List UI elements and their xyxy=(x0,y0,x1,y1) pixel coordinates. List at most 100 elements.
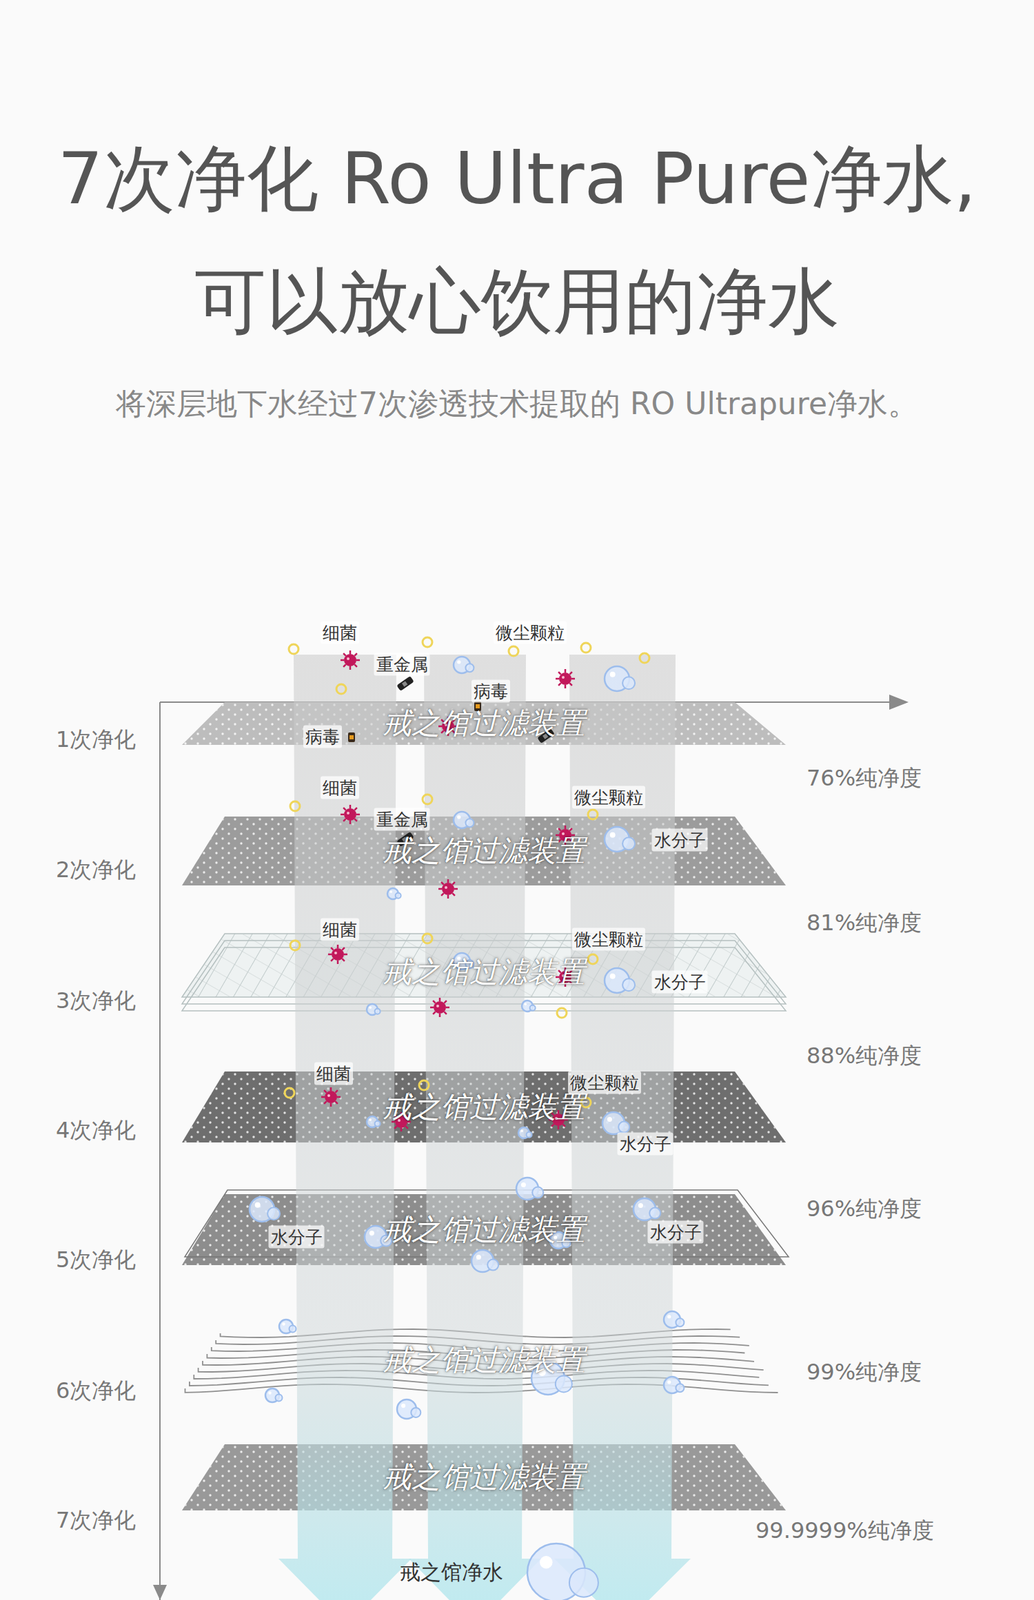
bacteria-icon xyxy=(438,879,458,899)
water-molecule xyxy=(518,1127,533,1139)
purity-label: 99.9999%纯净度 xyxy=(755,1516,935,1547)
purity-label: 99%纯净度 xyxy=(806,1357,922,1389)
particle-label: 微尘颗粒 xyxy=(568,1071,642,1095)
water-molecule xyxy=(387,888,402,900)
purity-label: 76%纯净度 xyxy=(806,763,922,795)
axis-arrowhead xyxy=(153,1585,167,1600)
purity-label: 88%纯净度 xyxy=(806,1041,922,1072)
water-molecule xyxy=(453,953,474,970)
water-molecule xyxy=(453,656,474,674)
particle-label: 微尘颗粒 xyxy=(572,786,646,810)
water-molecule xyxy=(531,1362,573,1396)
particle-label: 水分子 xyxy=(652,971,708,995)
bacteria-icon xyxy=(548,1110,569,1130)
dust-particle xyxy=(581,1098,591,1108)
particle-label: 病毒 xyxy=(471,680,511,704)
bacteria-icon xyxy=(555,825,575,846)
particle-label: 细菌 xyxy=(314,1062,353,1086)
water-molecule xyxy=(279,1320,297,1334)
dust-particle xyxy=(422,794,433,805)
layer-label: 戒之馆过滤装置 xyxy=(382,1458,586,1498)
stage-label: 7次净化 xyxy=(55,1506,136,1537)
filter-layer: 戒之馆过滤装置 xyxy=(181,702,786,746)
layer-label: 戒之馆过滤装置 xyxy=(382,1341,586,1381)
water-molecule xyxy=(364,1226,392,1249)
flow-arrow xyxy=(278,654,412,1600)
purity-label: 81%纯净度 xyxy=(806,908,922,939)
water-molecule xyxy=(602,1112,630,1135)
dust-particle xyxy=(639,653,650,664)
dust-particle xyxy=(581,643,591,653)
stage-label: 6次净化 xyxy=(55,1376,136,1407)
stage-label: 2次净化 xyxy=(55,855,136,886)
particle-label: 细菌 xyxy=(320,918,360,942)
dust-particle xyxy=(336,684,347,695)
water-molecule xyxy=(249,1197,280,1223)
heavy-metal-icon xyxy=(396,832,414,848)
virus-icon xyxy=(348,732,356,743)
water-molecule xyxy=(527,1544,599,1600)
particle-label: 微尘颗粒 xyxy=(572,928,646,952)
water-molecule xyxy=(516,1178,544,1201)
layer-label: 戒之馆过滤装置 xyxy=(382,832,586,871)
dust-particle xyxy=(422,934,433,944)
bacteria-icon xyxy=(391,1112,411,1132)
particle-label: 微尘颗粒 xyxy=(493,621,567,645)
bacteria-icon xyxy=(321,1087,341,1108)
particle-label: 水分子 xyxy=(647,1221,704,1245)
filter-layer: 戒之馆过滤装置 xyxy=(181,1071,786,1143)
flow-arrow xyxy=(408,654,542,1600)
dust-particle xyxy=(288,644,299,655)
caption: 将深层地下水经过7次渗透技术提取的 RO Ultrapure净水。 xyxy=(68,372,966,435)
water-molecule xyxy=(604,666,635,692)
bacteria-icon xyxy=(555,967,575,988)
water-molecule xyxy=(633,1198,661,1221)
virus-icon xyxy=(474,701,482,712)
stage-label: 3次净化 xyxy=(55,986,136,1017)
vertical-axis xyxy=(159,702,161,1600)
particle-label: 水分子 xyxy=(617,1133,674,1157)
filter-layer: 戒之馆过滤装置 xyxy=(181,1326,786,1394)
particle-label: 水分子 xyxy=(268,1226,325,1250)
layer-label: 戒之馆过滤装置 xyxy=(382,953,586,992)
output-label: 戒之馆净水 xyxy=(399,1559,504,1588)
particle-label: 重金属 xyxy=(374,653,431,677)
bacteria-icon xyxy=(438,716,458,737)
bacteria-icon xyxy=(328,945,348,965)
water-molecule xyxy=(471,1250,499,1273)
dust-particle xyxy=(290,801,300,812)
dust-particle xyxy=(290,940,300,951)
dust-particle xyxy=(588,809,598,820)
water-molecule xyxy=(550,1232,571,1250)
particle-label: 水分子 xyxy=(652,829,708,853)
water-molecule xyxy=(604,968,635,994)
dust-particle xyxy=(284,1088,295,1099)
flow-arrow xyxy=(554,654,691,1600)
dust-particle xyxy=(419,1080,429,1091)
purity-label: 96%纯净度 xyxy=(806,1194,922,1225)
bacteria-icon xyxy=(430,998,450,1018)
dust-particle xyxy=(422,637,433,648)
water-molecule xyxy=(521,1000,536,1012)
water-molecule xyxy=(397,1400,421,1420)
dust-particle xyxy=(508,646,519,657)
axis-arrowhead xyxy=(889,694,909,711)
stage-label: 5次净化 xyxy=(55,1245,136,1276)
water-molecule xyxy=(366,1116,381,1128)
water-molecule xyxy=(663,1377,684,1394)
heavy-metal-icon xyxy=(396,676,414,692)
heavy-metal-icon xyxy=(536,728,555,744)
water-molecule xyxy=(265,1389,283,1403)
bacteria-icon xyxy=(555,669,575,689)
water-molecule xyxy=(604,827,635,853)
water-molecule xyxy=(366,1004,381,1016)
bacteria-icon xyxy=(340,805,360,825)
layer-label: 戒之馆过滤装置 xyxy=(382,1088,586,1128)
water-molecule xyxy=(453,812,474,829)
particle-label: 细菌 xyxy=(320,776,360,800)
stage-label: 4次净化 xyxy=(55,1116,136,1147)
layer-label: 戒之馆过滤装置 xyxy=(382,1211,586,1250)
particle-label: 细菌 xyxy=(320,621,360,645)
dust-particle xyxy=(556,1008,567,1019)
particle-label: 病毒 xyxy=(303,725,342,749)
